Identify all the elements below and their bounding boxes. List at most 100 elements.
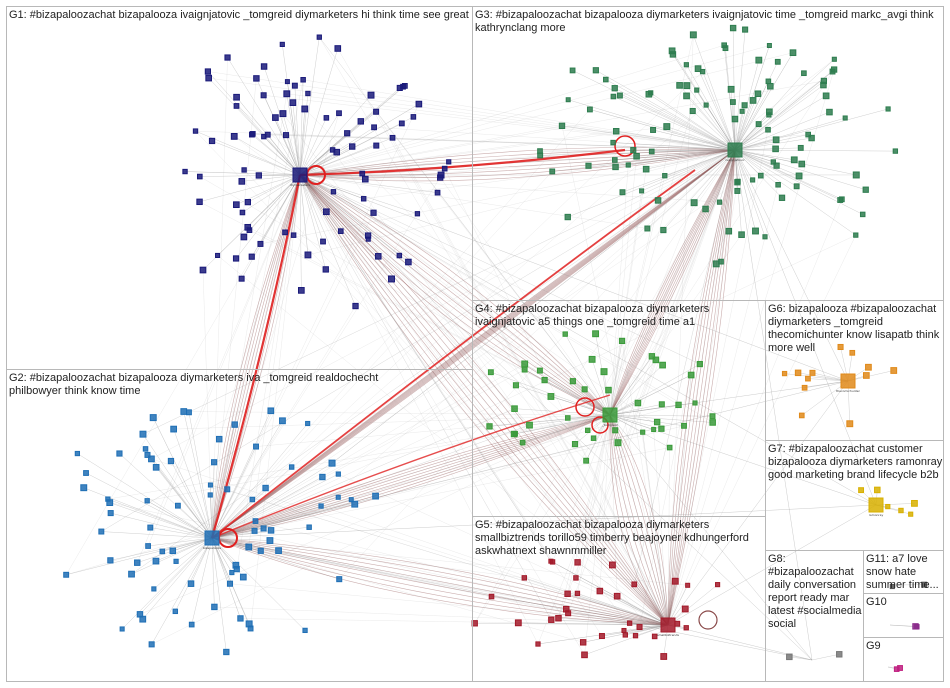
graph-node bbox=[765, 126, 771, 133]
graph-node bbox=[233, 201, 240, 209]
edge bbox=[299, 45, 725, 176]
graph-node bbox=[238, 178, 246, 185]
graph-node bbox=[318, 503, 324, 509]
edge bbox=[609, 414, 670, 448]
edge-heavy bbox=[299, 174, 611, 416]
edge bbox=[734, 149, 842, 200]
graph-node bbox=[215, 252, 221, 258]
edge bbox=[303, 79, 736, 151]
group-label-g1: G1: #bizapaloozachat bizapalooza ivaignj… bbox=[9, 9, 469, 21]
edge bbox=[609, 90, 697, 416]
edge bbox=[734, 149, 756, 232]
edge bbox=[734, 149, 856, 236]
graph-node bbox=[742, 26, 749, 33]
edge bbox=[211, 537, 306, 631]
edge bbox=[491, 596, 669, 626]
edge bbox=[211, 212, 374, 539]
edge bbox=[734, 111, 830, 151]
graph-node bbox=[511, 405, 518, 412]
graph-node bbox=[196, 198, 203, 206]
graph-node bbox=[671, 577, 679, 585]
edge bbox=[292, 102, 301, 176]
graph-node bbox=[245, 543, 253, 551]
graph-node bbox=[167, 457, 175, 465]
graph-node bbox=[826, 108, 833, 116]
graph-node bbox=[644, 225, 651, 232]
edge bbox=[667, 182, 738, 626]
edge bbox=[66, 537, 213, 575]
hub-node-label: _tomgreid bbox=[601, 423, 617, 427]
graph-node bbox=[335, 494, 341, 500]
edge bbox=[109, 502, 213, 539]
graph-node bbox=[283, 132, 290, 139]
edge bbox=[609, 374, 692, 416]
edge bbox=[236, 97, 669, 626]
edge bbox=[614, 88, 736, 151]
graph-node bbox=[405, 258, 412, 266]
edge bbox=[568, 149, 736, 614]
edge bbox=[282, 113, 669, 626]
edge bbox=[399, 255, 669, 626]
edge-heavy bbox=[211, 414, 611, 539]
graph-node bbox=[359, 170, 366, 177]
graph-node bbox=[512, 431, 518, 437]
graph-node bbox=[681, 605, 689, 613]
edge bbox=[642, 432, 669, 626]
edge-heavy bbox=[299, 174, 669, 626]
graph-node bbox=[180, 408, 188, 415]
edge bbox=[615, 149, 736, 168]
edge bbox=[716, 149, 736, 264]
graph-node bbox=[83, 470, 89, 476]
edge-heavy bbox=[211, 414, 611, 539]
graph-node bbox=[335, 471, 341, 477]
graph-node bbox=[822, 92, 830, 100]
graph-node bbox=[653, 418, 661, 426]
graph-node bbox=[337, 228, 344, 234]
graph-node bbox=[755, 56, 763, 64]
graph-node bbox=[215, 435, 223, 443]
graph-node bbox=[853, 232, 859, 238]
edge bbox=[734, 149, 841, 201]
graph-node bbox=[622, 632, 628, 638]
edge bbox=[619, 95, 736, 151]
edge bbox=[263, 95, 736, 151]
edge bbox=[577, 562, 669, 626]
graph-node bbox=[357, 118, 364, 125]
graph-node bbox=[128, 570, 135, 578]
edge bbox=[702, 71, 736, 151]
edge bbox=[609, 340, 623, 416]
edge bbox=[319, 37, 611, 416]
edge bbox=[299, 52, 794, 176]
graph-node bbox=[266, 537, 274, 544]
graph-node bbox=[226, 580, 234, 587]
graph-node bbox=[370, 209, 377, 216]
edge bbox=[211, 140, 301, 176]
graph-node bbox=[564, 213, 571, 221]
graph-node bbox=[685, 582, 691, 588]
edge bbox=[299, 134, 809, 176]
graph-node bbox=[301, 105, 309, 113]
edge bbox=[734, 149, 813, 661]
edge-heavy bbox=[667, 149, 736, 626]
edge bbox=[734, 149, 797, 187]
edge bbox=[489, 414, 611, 427]
edge bbox=[609, 380, 849, 416]
hub-node bbox=[204, 530, 220, 546]
edge bbox=[183, 411, 213, 539]
graph-node bbox=[608, 561, 616, 569]
edge bbox=[299, 113, 340, 176]
edge bbox=[147, 500, 213, 539]
edge bbox=[299, 37, 320, 176]
edge bbox=[575, 577, 669, 626]
edge-heavy bbox=[299, 174, 669, 626]
edge bbox=[734, 149, 896, 152]
edge bbox=[489, 414, 611, 427]
graph-node bbox=[231, 421, 238, 428]
graph-node bbox=[224, 486, 231, 493]
edge bbox=[299, 174, 309, 255]
edge bbox=[524, 577, 669, 626]
graph-node bbox=[192, 128, 199, 134]
edge bbox=[202, 270, 213, 539]
edge-heavy bbox=[211, 174, 301, 539]
edge bbox=[524, 369, 611, 416]
